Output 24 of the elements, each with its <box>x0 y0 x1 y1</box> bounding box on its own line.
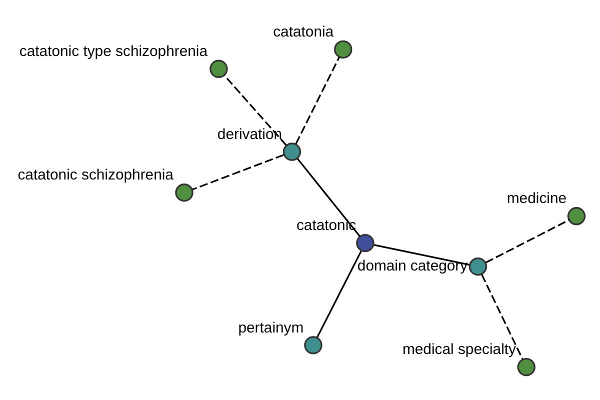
connector <box>192 154 284 190</box>
node-label: medicine <box>506 191 567 208</box>
node-label: medical specialty <box>402 342 516 358</box>
node-circle <box>304 336 322 354</box>
connector <box>316 250 362 338</box>
node-circle <box>175 183 194 202</box>
node-circle <box>282 142 302 161</box>
connector <box>485 219 570 264</box>
node-circle <box>468 258 488 276</box>
connector <box>295 56 340 144</box>
node-circle <box>334 40 352 59</box>
connector <box>224 74 287 146</box>
node-label: catatonic type schizophrenia <box>19 44 208 60</box>
node-circle <box>567 207 586 226</box>
node-circle <box>356 234 374 252</box>
node-label: catatonic schizophrenia <box>18 168 174 184</box>
node-label: domain category <box>357 258 468 274</box>
node-label: catatonia <box>273 24 334 41</box>
node-circle <box>210 60 228 78</box>
connector <box>481 274 524 360</box>
node-label: derivation <box>217 126 282 143</box>
node-label: pertainym <box>238 320 304 336</box>
node-circle <box>517 358 536 376</box>
connector <box>374 244 470 266</box>
